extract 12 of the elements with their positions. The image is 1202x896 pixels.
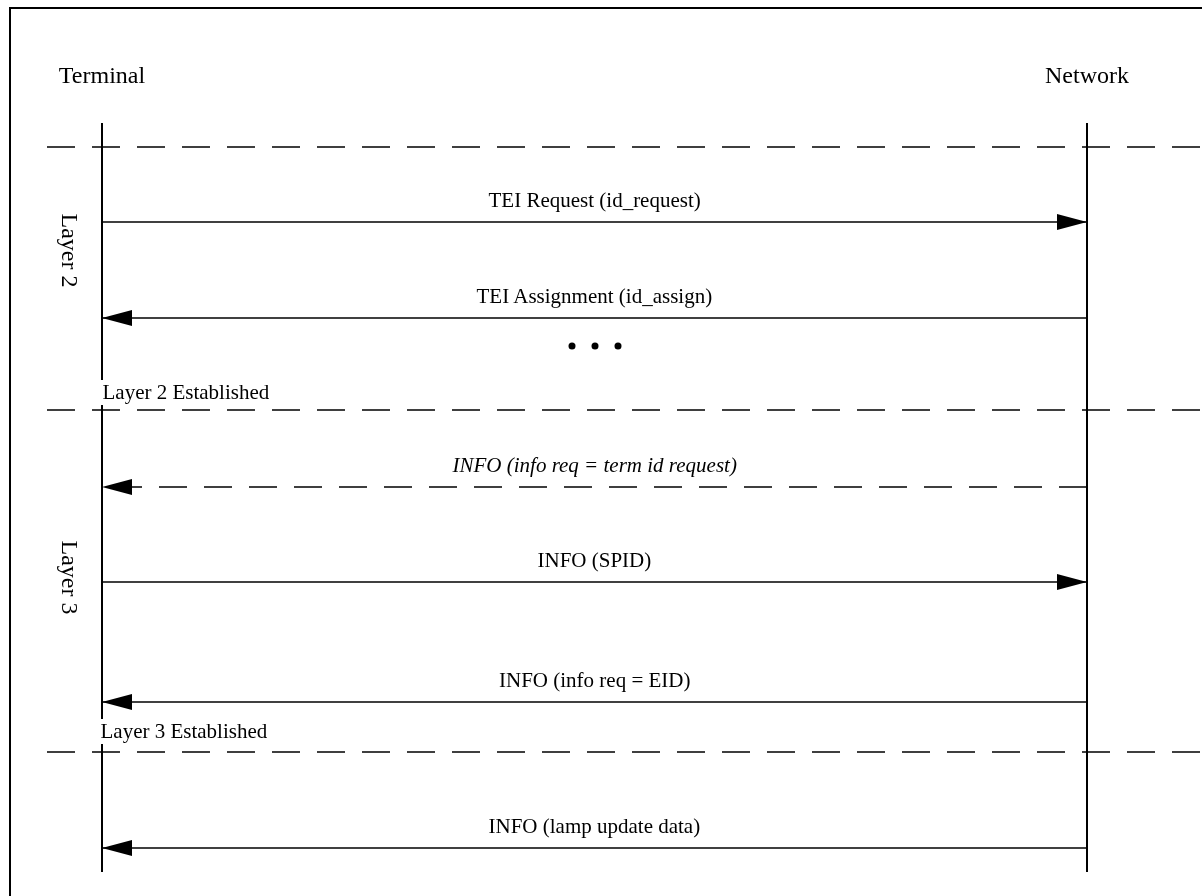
participant-label: Network xyxy=(1044,62,1130,89)
message-arrow xyxy=(101,840,1088,856)
participant-label: Terminal xyxy=(57,62,147,89)
message-arrow xyxy=(101,214,1088,230)
layer-label: Layer 2 xyxy=(56,213,84,287)
phase-label: Layer 3 Established xyxy=(98,718,270,744)
message-arrow xyxy=(101,574,1088,590)
message-arrow xyxy=(101,310,1088,326)
message-arrow xyxy=(101,479,1088,495)
layer-label: Layer 3 xyxy=(56,540,84,614)
phase-label: Layer 2 Established xyxy=(100,379,272,405)
message-arrow xyxy=(101,694,1088,710)
